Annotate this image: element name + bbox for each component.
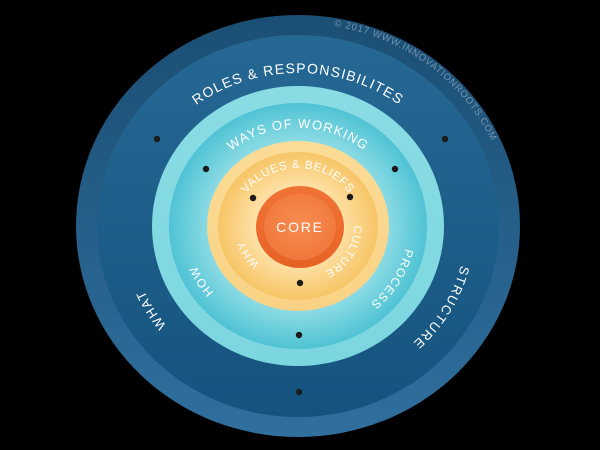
separator-dots <box>153 135 449 396</box>
separator-dot <box>249 194 257 202</box>
separator-dot <box>202 165 210 173</box>
core-circle <box>264 194 336 260</box>
separator-dot <box>296 279 304 287</box>
separator-dot <box>153 135 161 143</box>
separator-dot <box>391 165 399 173</box>
separator-dot <box>295 388 303 396</box>
separator-dot <box>441 135 449 143</box>
label-core: CORE <box>276 219 324 235</box>
separator-dot <box>295 331 303 339</box>
separator-dot <box>346 193 354 201</box>
